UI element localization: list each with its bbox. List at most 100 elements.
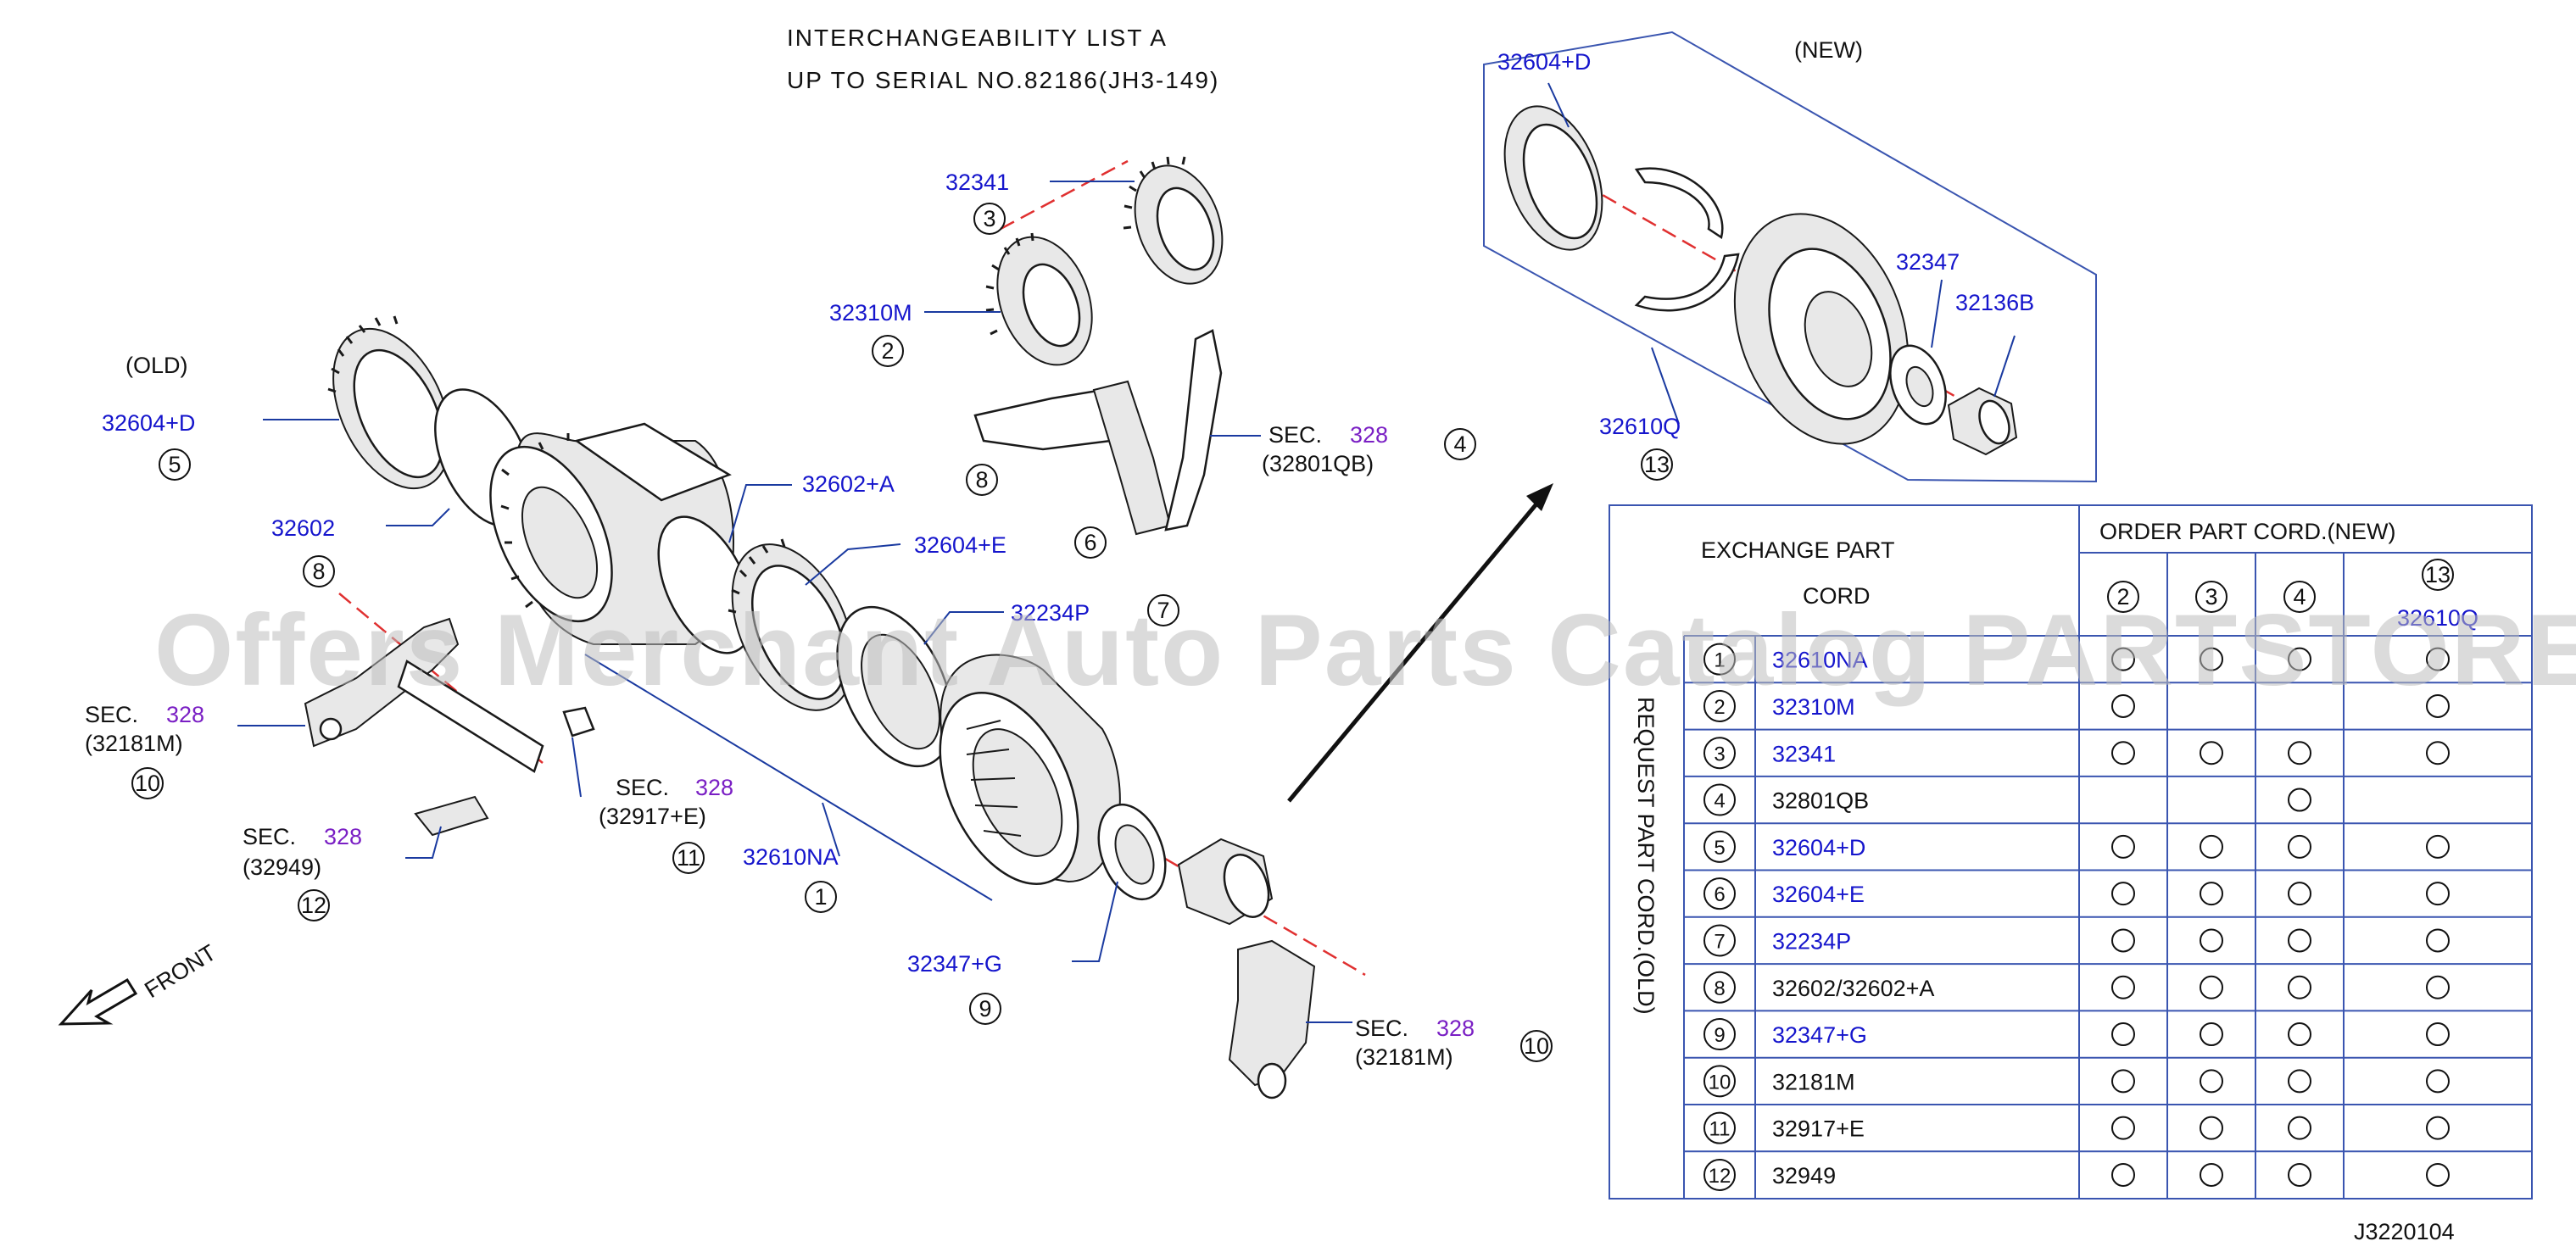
row-part: 32610NA	[1772, 648, 1868, 673]
interchangeability-table: EXCHANGE PART CORD ORDER PART CORD.(NEW)…	[1609, 504, 2533, 1200]
row-num: 9	[1714, 1024, 1725, 1047]
interchange-mark	[2426, 1116, 2450, 1140]
fork-sec-label: SEC.	[1268, 422, 1322, 448]
row-part: 32602/32602+A	[1772, 976, 1934, 1001]
row-num: 12	[1709, 1165, 1731, 1188]
synchro-ring-32604e	[728, 538, 855, 711]
interchange-mark	[2111, 882, 2135, 906]
row-num: 5	[1714, 837, 1725, 860]
interchange-mark	[2200, 1069, 2223, 1094]
callout-part-32602: 32602	[271, 515, 335, 541]
interchange-mark	[2426, 882, 2450, 906]
row-num: 11	[1709, 1118, 1731, 1141]
fork-part: (32801QB)	[1262, 451, 1374, 476]
row-num: 3	[1714, 743, 1725, 765]
row-part: 32310M	[1772, 694, 1855, 720]
label-new: (NEW)	[1794, 37, 1863, 63]
exchange-label-2: CORD	[1803, 583, 1871, 609]
fork-sec-number: 328	[1350, 422, 1388, 448]
table-row: 2 32310M	[1684, 682, 2532, 722]
old-leaders	[237, 181, 1352, 1023]
callout-32610na: 32610NA 1	[743, 844, 839, 913]
interchange-mark	[2200, 1162, 2223, 1187]
table-column-headers: 2 3 4 13 32610Q	[2107, 559, 2478, 631]
callout-pin-sec: SEC. 328 (32917+E) 11	[599, 775, 733, 874]
interchange-mark	[2111, 1069, 2135, 1094]
column-num: 3	[2205, 584, 2217, 610]
column-num: 4	[2293, 584, 2306, 610]
rod-left-part: (32181M)	[85, 731, 183, 756]
column-header-2: 3	[2195, 581, 2228, 613]
interchange-mark	[2111, 1116, 2135, 1140]
interchange-mark	[2288, 1116, 2311, 1140]
interchange-mark	[2426, 1069, 2450, 1094]
interchange-mark	[2426, 1022, 2450, 1047]
old-assembly-graphics	[58, 156, 1553, 1099]
callout-part-32234p: 32234P	[1011, 600, 1090, 626]
drawing-number: J3220104	[2354, 1219, 2455, 1244]
pin-part: (32917+E)	[599, 804, 706, 829]
callout-part-32604d-old: 32604+D	[102, 410, 195, 436]
interchange-mark	[2288, 928, 2311, 953]
interchange-mark	[2111, 834, 2135, 859]
washer-32347g	[1097, 803, 1167, 901]
interchange-mark	[2200, 975, 2223, 999]
callout-fork-sec: SEC. 328 (32801QB) 4 8 6	[966, 422, 1476, 559]
callout-bolt-sec: SEC. 328 (32949) 12	[243, 824, 362, 921]
column-header-1: 2	[2107, 581, 2139, 613]
row-num: 2	[1714, 696, 1725, 719]
label-old: (OLD)	[125, 353, 188, 378]
interchange-mark	[2426, 693, 2450, 718]
table-row: 5 32604+D	[1684, 822, 2532, 863]
rod-left-sec-number: 328	[166, 702, 204, 727]
callout-num-2: 2	[881, 338, 894, 364]
bolt-sec-label: SEC.	[243, 824, 296, 849]
row-num: 7	[1714, 930, 1725, 953]
interchange-mark	[2426, 928, 2450, 953]
interchange-mark	[2288, 741, 2311, 765]
callout-num-6: 6	[1084, 530, 1096, 555]
interchange-mark	[2288, 882, 2311, 906]
callout-32310m: 32310M 2	[829, 300, 912, 367]
order-label: ORDER PART CORD.(NEW)	[2099, 519, 2396, 544]
row-num: 8	[1714, 977, 1725, 1000]
callout-part-32610na: 32610NA	[743, 844, 839, 870]
row-part: 32917+E	[1772, 1116, 1865, 1142]
interchange-mark	[2111, 693, 2135, 718]
rod-right-sec-number: 328	[1436, 1016, 1475, 1041]
callout-num-10-left: 10	[135, 771, 160, 796]
interchange-mark	[2288, 788, 2311, 812]
interchange-mark	[2111, 1162, 2135, 1187]
rod-right-sec-label: SEC.	[1355, 1016, 1408, 1041]
row-part: 32949	[1772, 1163, 1836, 1188]
column-num: 13	[2425, 562, 2451, 587]
header-line-1: INTERCHANGEABILITY LIST A	[787, 25, 1168, 51]
bolt-part: (32949)	[243, 854, 321, 880]
interchange-mark	[2288, 647, 2311, 671]
table-row: 8 32602/32602+A	[1684, 963, 2532, 1004]
interchange-mark	[2111, 975, 2135, 999]
column-header-3: 4	[2283, 581, 2316, 613]
callout-num-8: 8	[312, 559, 325, 584]
interchange-mark	[2111, 741, 2135, 765]
column-part: 32610Q	[2397, 605, 2478, 631]
callout-part-32602a: 32602+A	[802, 471, 895, 497]
synchro-hub-32610na	[939, 654, 1121, 885]
callout-num-7: 7	[1157, 598, 1169, 623]
row-part: 32604+D	[1772, 835, 1865, 860]
interchange-mark	[2200, 834, 2223, 859]
callout-num-11: 11	[677, 845, 700, 871]
table-row: 12 32949	[1684, 1150, 2532, 1191]
callout-32347g: 32347+G 9	[907, 951, 1002, 1025]
exchange-label-1: EXCHANGE PART	[1701, 537, 1895, 563]
new-callout-32610q: 32610Q	[1599, 414, 1681, 439]
gear-32341	[1123, 156, 1224, 285]
bolt-sec-number: 328	[324, 824, 362, 849]
interchange-mark	[2426, 1162, 2450, 1187]
